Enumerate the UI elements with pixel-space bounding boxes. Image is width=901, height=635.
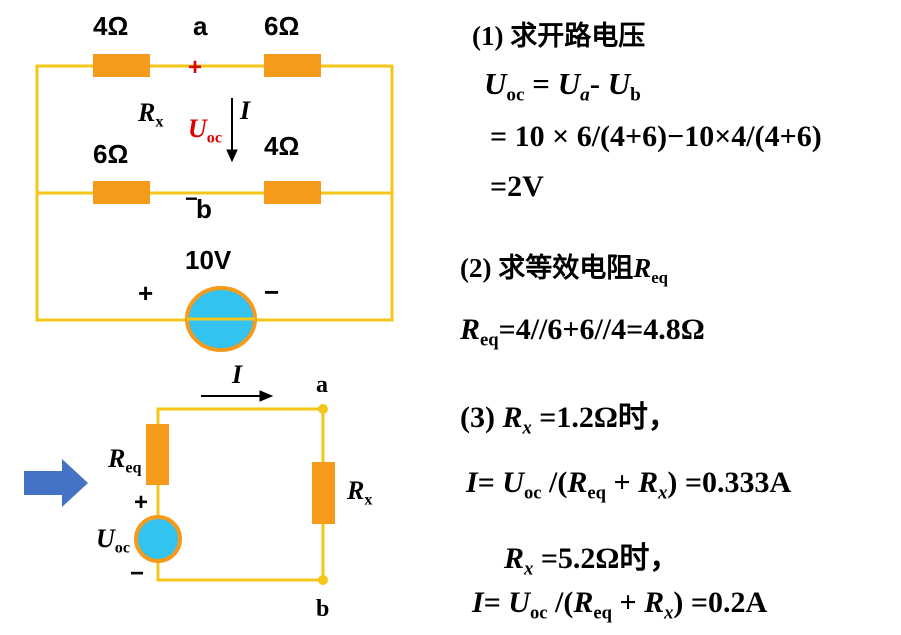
top-circuit-wires [35, 64, 394, 322]
label-rx-bottom: Rx [347, 476, 373, 509]
step4-title: Rx =5.2Ω时， [504, 542, 680, 580]
label-uoc-top: Uoc [188, 114, 222, 147]
resistor-6ohm-top-right [264, 54, 321, 77]
current-arrow-down [226, 98, 238, 163]
thevenin-source [134, 515, 182, 563]
step2-equation: Req=4//6+6//4=4.8Ω [460, 313, 705, 351]
label-plus-a: + [188, 54, 203, 81]
label-r-6ohm-mid: 6Ω [93, 139, 129, 169]
label-source-plus: + [138, 278, 154, 308]
label-current-top: I [240, 96, 251, 125]
label-node-b-bottom: b [316, 596, 330, 622]
label-plus-bottom: + [134, 489, 149, 516]
label-minus-bottom: − [130, 560, 145, 587]
equivalent-arrow-icon [24, 459, 88, 507]
step1-equation-result: =2V [490, 170, 544, 203]
label-rx-top: Rx [138, 98, 164, 131]
label-uoc-bottom: Uoc [96, 524, 130, 557]
label-source-10v: 10V [185, 245, 232, 275]
label-req-bottom: Req [108, 444, 142, 477]
node-a-dot [318, 404, 328, 414]
label-node-a-top: a [193, 11, 208, 41]
label-r-4ohm-mid: 4Ω [264, 131, 300, 161]
step2-title: (2) 求等效电阻Req [460, 253, 668, 287]
current-arrow-right [201, 390, 274, 402]
label-minus-b: − [185, 186, 198, 211]
step1-title: (1) 求开路电压 [472, 21, 646, 51]
resistor-4ohm-top-left [93, 54, 150, 77]
step1-equation-definition: Uoc = Ua- Ub [484, 66, 641, 106]
label-current-bottom: I [232, 360, 243, 389]
node-b-dot [318, 575, 328, 585]
label-r-6ohm-top: 6Ω [264, 11, 300, 41]
bottom-circuit-wires [156, 407, 325, 582]
label-source-minus: − [264, 277, 280, 307]
step3-equation: I= Uoc /(Req + Rx) =0.333A [466, 466, 792, 504]
step1-equation-substitution: = 10 × 6/(4+6)−10×4/(4+6) [490, 120, 822, 153]
label-node-a-bottom: a [316, 372, 328, 398]
label-node-b-top: b [196, 194, 212, 224]
step4-equation: I= Uoc /(Req + Rx) =0.2A [472, 586, 768, 624]
label-r-4ohm-top: 4Ω [93, 11, 129, 41]
voltage-source-10v [185, 286, 257, 352]
step3-title: (3) Rx =1.2Ω时， [460, 401, 678, 439]
resistor-rx [312, 462, 335, 524]
resistor-6ohm-mid-left [93, 181, 150, 204]
resistor-4ohm-mid-right [264, 181, 321, 204]
resistor-req [146, 424, 169, 485]
